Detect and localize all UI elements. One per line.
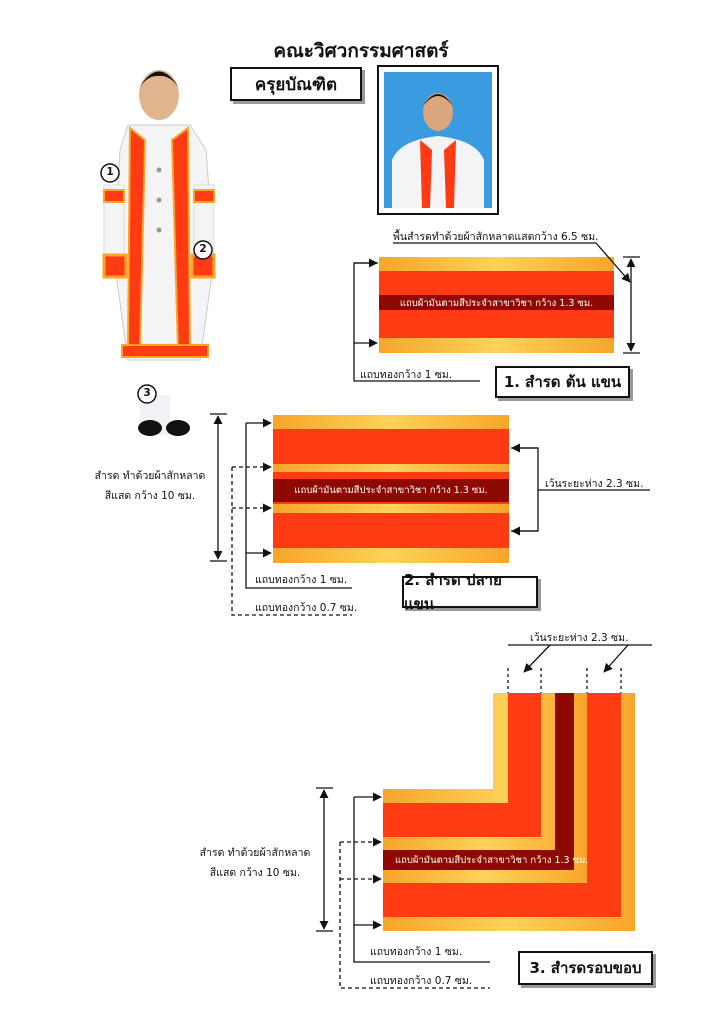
s1-band-note: แถบผ้ามันตามสีประจำสาขาวิชา กว้าง 1.3 ซม… bbox=[399, 298, 594, 309]
section2-strip bbox=[273, 415, 509, 563]
s2-title-box: 2. สำรด ปลาย แขน bbox=[402, 571, 538, 613]
s3-gold-note-2: แถบทองกว้าง 0.7 ซม. bbox=[370, 975, 473, 987]
head bbox=[139, 70, 179, 120]
marker-2: 2 bbox=[199, 243, 207, 255]
section1-strip bbox=[379, 257, 614, 353]
right-shoe bbox=[166, 420, 190, 436]
marker-1: 1 bbox=[106, 166, 114, 178]
section2-annotations bbox=[210, 413, 650, 616]
graduate-photo bbox=[377, 65, 499, 215]
s3-band-note: แถบผ้ามันตามสีประจำสาขาวิชา กว้าง 1.3 ซม… bbox=[395, 855, 589, 866]
s3-title-box: 3. สำรดรอบขอบ bbox=[518, 951, 653, 985]
gown-label-box: ครุยบัณฑิต bbox=[230, 67, 362, 101]
section3-border-strip bbox=[383, 693, 635, 931]
s2-band-note: แถบผ้ามันตามสีประจำสาขาวิชา กว้าง 1.3 ซม… bbox=[294, 485, 488, 496]
section1-annotations bbox=[353, 242, 640, 382]
graduate-figure bbox=[102, 70, 216, 436]
s2-gold-note-2: แถบทองกว้าง 0.7 ซม. bbox=[255, 602, 358, 614]
faculty-title: คณะวิศวกรรมศาสตร์ bbox=[273, 40, 449, 62]
section3-annotations bbox=[316, 644, 652, 989]
s2-gold-note-1: แถบทองกว้าง 1 ซม. bbox=[255, 574, 348, 586]
s1-title-box: 1. สำรด ต้น แขน bbox=[495, 366, 630, 398]
figure-markers bbox=[100, 163, 213, 404]
s3-gold-note-1: แถบทองกว้าง 1 ซม. bbox=[370, 946, 463, 958]
left-shoe bbox=[138, 420, 162, 436]
s2-left-note-1: สำรด ทำด้วยผ้าสักหลาด bbox=[94, 470, 206, 482]
marker-3: 3 bbox=[143, 387, 151, 399]
s2-left-note-2: สีแสด กว้าง 10 ซม. bbox=[104, 490, 196, 502]
s3-left-note-1: สำรด ทำด้วยผ้าสักหลาด bbox=[199, 847, 311, 859]
s2-spacing-note: เว้นระยะห่าง 2.3 ซม. bbox=[545, 478, 644, 490]
s1-base-note: พื้นสำรดทำด้วยผ้าสักหลาดแสดกว้าง 6.5 ซม. bbox=[393, 231, 599, 243]
hair bbox=[139, 71, 179, 88]
s3-spacing-note: เว้นระยะห่าง 2.3 ซม. bbox=[530, 632, 629, 644]
s1-gold-note: แถบทองกว้าง 1 ซม. bbox=[360, 369, 453, 381]
s3-left-note-2: สีแสด กว้าง 10 ซม. bbox=[209, 867, 301, 879]
